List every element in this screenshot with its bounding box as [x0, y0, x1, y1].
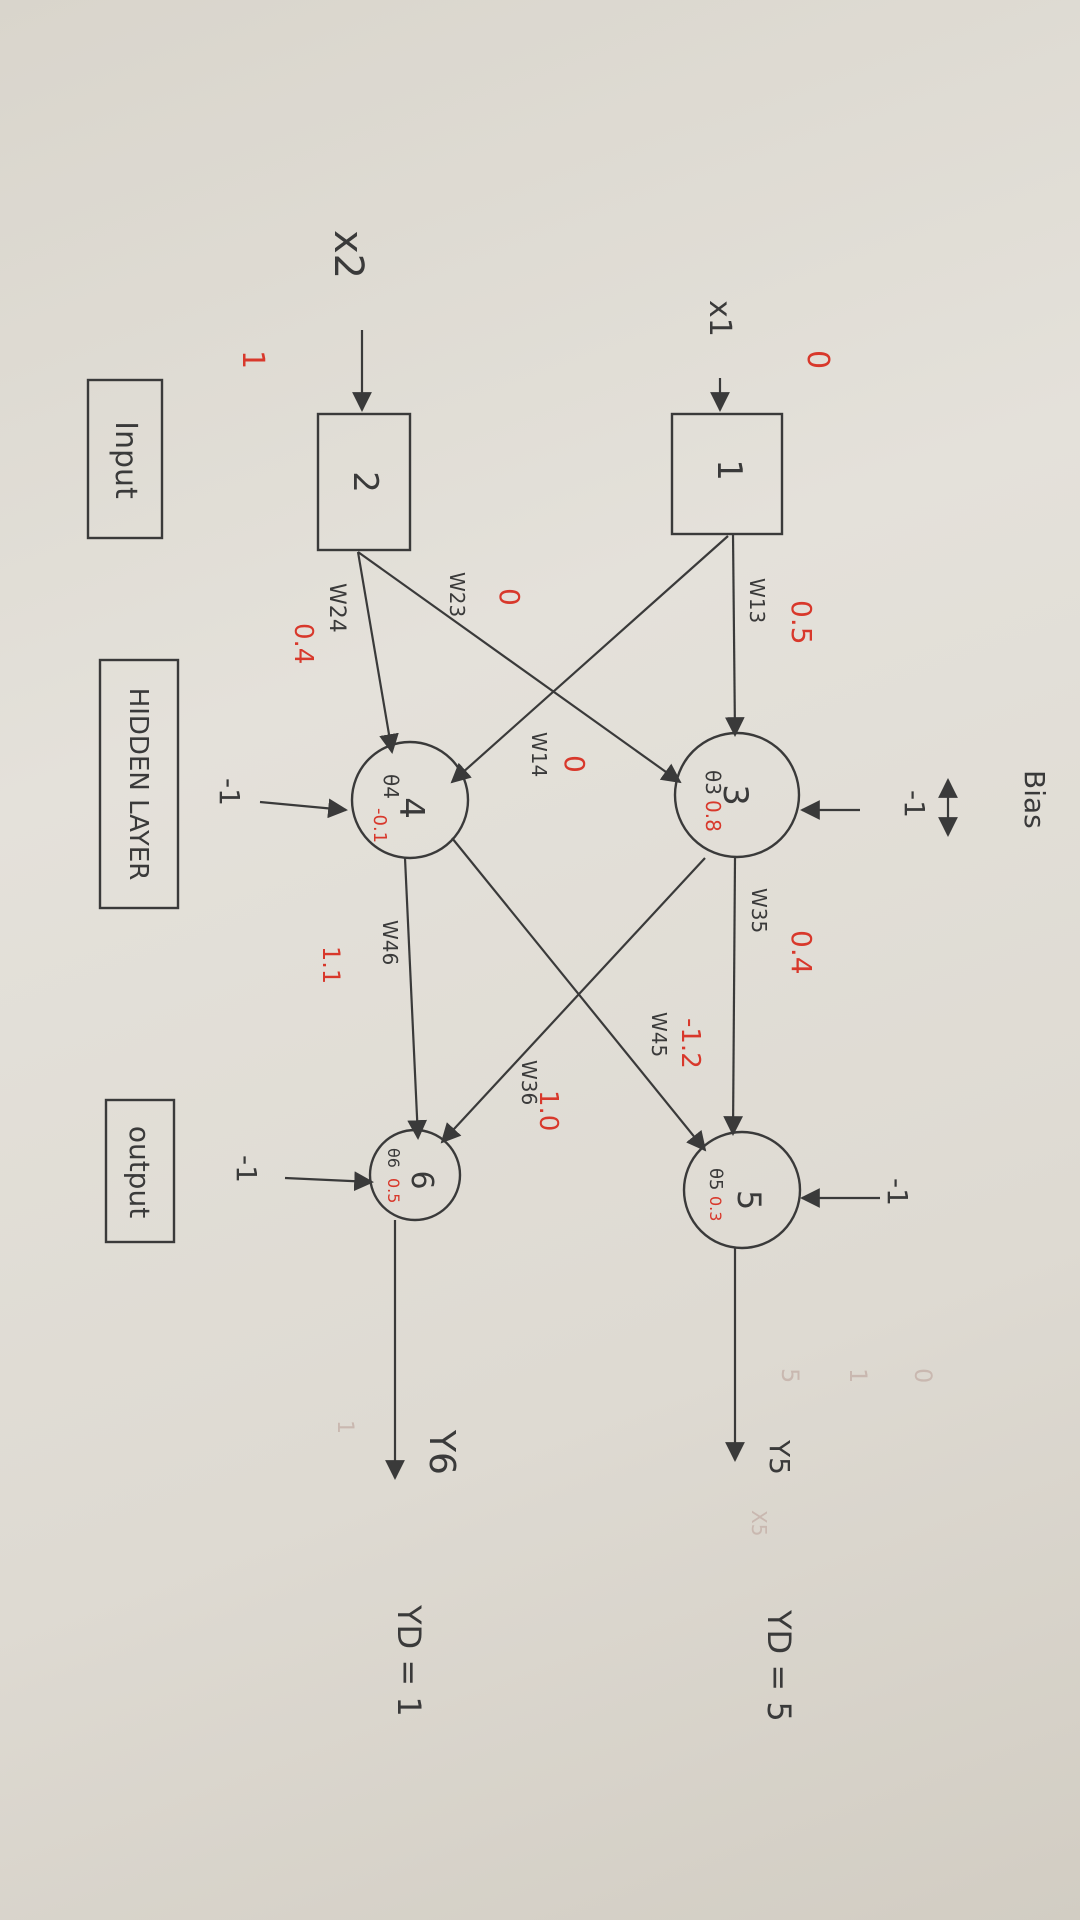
hidden-node-4: [350, 740, 470, 860]
theta3-value: 0.8: [701, 800, 725, 832]
w13-label: W13: [745, 578, 769, 623]
faint-mark-5: 1: [332, 1420, 357, 1434]
edge-2-4: [356, 551, 399, 754]
y5-label: Y5: [763, 1439, 796, 1475]
edge-1-3: [724, 533, 745, 737]
w35-value: 0.4: [785, 930, 818, 975]
w13-value: 0.5: [785, 600, 818, 645]
w14-label: W14: [527, 732, 551, 777]
edge-4-5: [451, 837, 707, 1152]
bias-top-value: -1: [898, 790, 931, 818]
faint-mark-3: 0: [909, 1368, 937, 1383]
input-layer-label: Input: [108, 421, 143, 499]
hidden-node-4-label: 4: [391, 797, 431, 819]
input-node-1-label: 1: [709, 459, 749, 481]
theta4-label: θ4: [379, 774, 403, 799]
output-label-box: [104, 1098, 176, 1244]
faint-mark-4: X5: [747, 1510, 771, 1536]
w35-label: W35: [747, 888, 771, 933]
output-node-5: [682, 1130, 802, 1250]
w24-label: W24: [324, 583, 349, 633]
x1-label: x1: [702, 300, 737, 337]
yd6-label: YD = 1: [390, 1604, 428, 1717]
input-label-box: [86, 378, 164, 540]
bias-6-arrow: [284, 1171, 374, 1192]
hidden-label-box: [98, 658, 180, 910]
bias-group: Bias -1: [898, 770, 1051, 837]
edge-1-4: [450, 535, 729, 784]
faint-mark-1: 5: [776, 1368, 804, 1383]
w23-label: W23: [445, 572, 469, 617]
w36-value: 1.0: [533, 1090, 563, 1131]
input-hidden-weights: W13 0.5 W14 0 W23 0 W24 0.4: [288, 572, 818, 777]
bias-label: Bias: [1018, 770, 1051, 829]
edge-3-5: [723, 857, 744, 1136]
theta5-label: θ5: [705, 1168, 726, 1190]
bias-6-value: -1: [230, 1155, 263, 1183]
x2-value: 1: [235, 350, 270, 369]
bias-4-arrow: [259, 798, 348, 819]
w46-label: W46: [378, 920, 402, 965]
hidden-node-3: [673, 731, 801, 859]
output-node-6-label: 6: [404, 1170, 439, 1189]
theta3-label: θ3: [701, 770, 725, 795]
hidden-layer-nodes: 3 θ3 0.8 4 θ4 -0.1: [350, 731, 801, 860]
w24-value: 0.4: [288, 623, 318, 664]
bias-5-value: -1: [881, 1178, 914, 1206]
faint-marks: 5 1 0 X5 1: [332, 1368, 937, 1536]
hidden-output-edges: [403, 837, 744, 1152]
w45-label: W45: [647, 1012, 671, 1057]
hidden-node-3-label: 3: [715, 784, 755, 806]
inputs-group: 0 1 x1 x2 1 2: [235, 230, 835, 552]
theta6-value: 0.5: [384, 1178, 403, 1203]
w46-value: 1.1: [317, 946, 345, 984]
layer-labels: Input HIDDEN LAYER output: [86, 378, 180, 1244]
theta5-value: 0.3: [706, 1196, 725, 1221]
hidden-bias-arrows: -1: [213, 778, 860, 820]
bias-4-value: -1: [213, 778, 246, 806]
w23-value: 0: [493, 588, 526, 606]
x1-value: 0: [800, 350, 835, 369]
edge-3-6: [440, 857, 706, 1144]
output-bias-arrows: -1 -1: [230, 1155, 914, 1208]
yd5-label: YD = 5: [760, 1609, 798, 1722]
hidden-output-weights: W35 0.4 W45 -1.2 W36 1.0 W46 1.1: [317, 888, 818, 1131]
hidden-layer-label: HIDDEN LAYER: [123, 688, 153, 881]
output-layer-nodes: 5 θ5 0.3 6 θ6 0.5: [368, 1128, 802, 1250]
faint-mark-2: 1: [844, 1368, 872, 1383]
output-arrows: Y5 Y6 YD = 5 YD = 1: [385, 1220, 798, 1722]
output-node-5-label: 5: [730, 1190, 768, 1210]
output-layer-label: output: [123, 1126, 156, 1218]
input-hidden-edges: [356, 533, 745, 784]
input-node-2-label: 2: [345, 471, 385, 493]
edge-4-6: [403, 857, 428, 1140]
y6-label: Y6: [421, 1429, 462, 1475]
theta4-value: -0.1: [369, 808, 390, 843]
input-node-2: [316, 412, 412, 552]
theta6-label: θ6: [384, 1148, 403, 1168]
w45-value: -1.2: [675, 1018, 705, 1069]
w14-value: 0: [558, 755, 591, 773]
w36-label: W36: [517, 1060, 541, 1105]
edge-2-3: [357, 551, 682, 784]
input-node-1: [670, 412, 784, 536]
x2-label: x2: [325, 230, 371, 279]
